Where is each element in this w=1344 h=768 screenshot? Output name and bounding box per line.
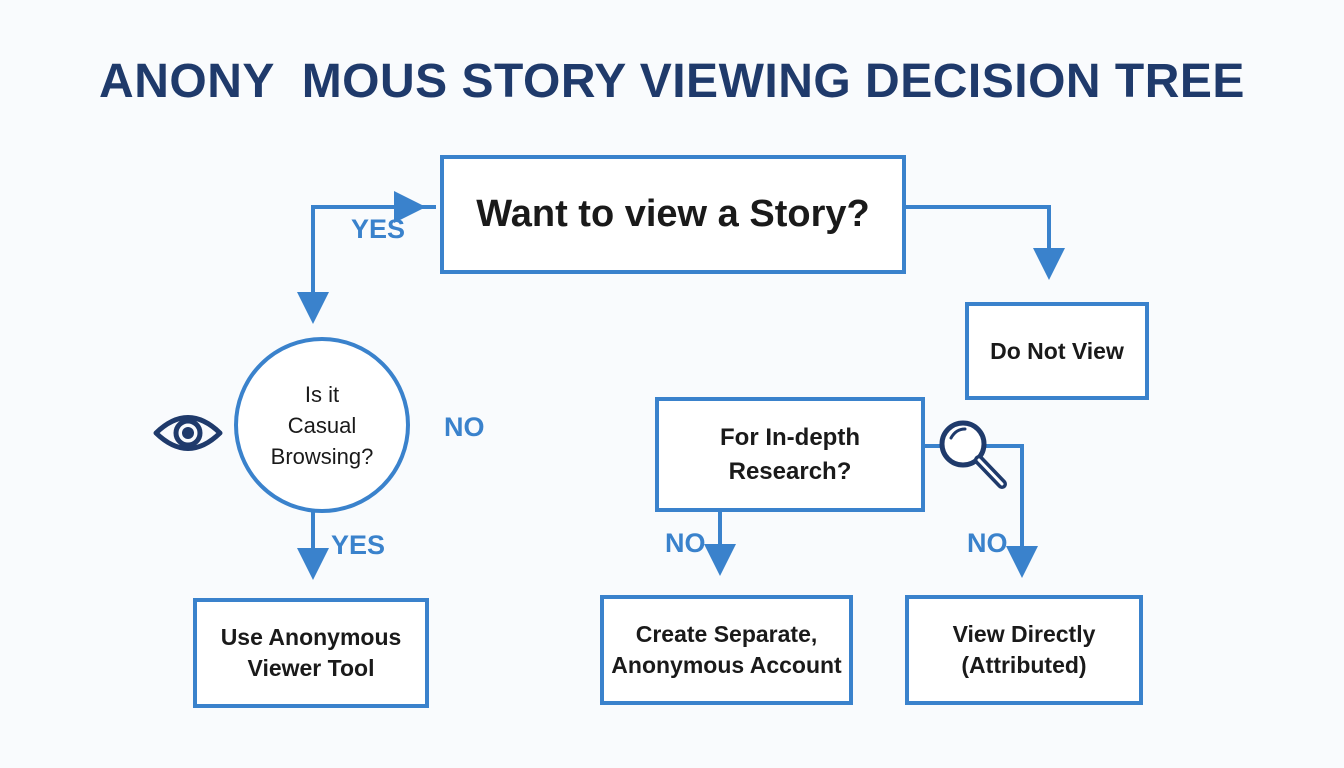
node-separate-account: Create Separate, Anonymous Account: [600, 595, 853, 705]
eye-icon: [153, 415, 223, 451]
node-anonymous-tool-label: Use Anonymous Viewer Tool: [220, 624, 402, 681]
edge-label-yes-bottom: YES: [331, 530, 386, 560]
node-casual-browsing: Is it Casual Browsing?: [234, 337, 410, 513]
node-casual-label: Is it Casual Browsing?: [270, 381, 374, 469]
node-research: For In-depth Research?: [655, 397, 925, 512]
page-title: ANONY MOUS STORY VIEWING DECISION TREE: [99, 55, 1245, 108]
edge-label-no-research-right: NO: [967, 528, 1008, 558]
edge-label-no-research-left: NO: [665, 528, 706, 558]
edge-label-yes-top: YES: [351, 214, 406, 244]
edge-label-no-middle: NO: [444, 412, 485, 442]
node-separate-account-label: Create Separate, Anonymous Account: [611, 621, 842, 678]
edge-start-to-do-not-view: [904, 205, 1065, 280]
node-view-directly-label: View Directly (Attributed): [952, 621, 1096, 678]
node-start: Want to view a Story?: [440, 155, 906, 274]
node-do-not-view-label: Do Not View: [990, 337, 1124, 364]
magnifier-icon: [939, 420, 1007, 489]
node-anonymous-tool: Use Anonymous Viewer Tool: [193, 598, 429, 708]
node-do-not-view: Do Not View: [965, 302, 1149, 400]
node-view-directly: View Directly (Attributed): [905, 595, 1143, 705]
node-start-label: Want to view a Story?: [476, 193, 870, 235]
node-research-label: For In-depth Research?: [720, 423, 860, 485]
